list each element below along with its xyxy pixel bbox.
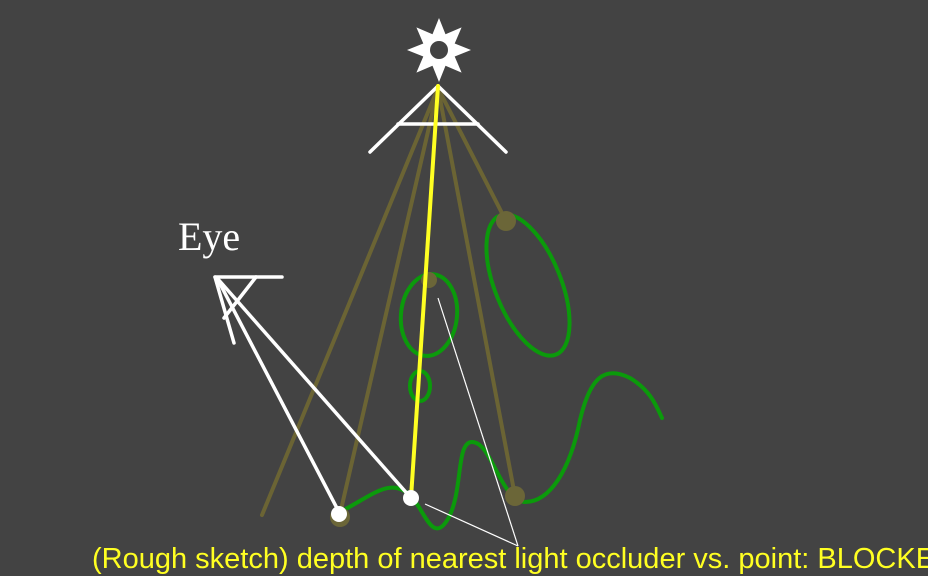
pointer-lines (424, 297, 519, 547)
sample-point-left (331, 506, 347, 522)
faded-ray-2 (338, 86, 440, 516)
faded-dot-ellipse-top (496, 211, 516, 231)
light-frustum-icon (368, 84, 508, 154)
highlighted-light-ray (409, 84, 440, 500)
eye-rays (215, 276, 413, 516)
scene-geometry (338, 212, 664, 531)
faded-dot-ground-right (505, 486, 525, 506)
sample-point-blocked (403, 490, 419, 506)
caption-text: (Rough sketch) depth of nearest light oc… (92, 543, 928, 575)
eye-ray-2 (215, 276, 413, 500)
ground-curve (338, 371, 664, 531)
faded-ray-4 (436, 86, 508, 223)
eye-label: Eye (178, 214, 241, 259)
pointer-line-1 (437, 297, 519, 547)
pointer-line-2 (424, 503, 519, 547)
eye-ray-1 (215, 276, 342, 516)
diagram-canvas (213, 18, 664, 547)
eye-frustum-icon (213, 275, 284, 345)
faded-ray-3 (436, 86, 517, 498)
sun-icon (407, 18, 471, 82)
shadow-map-diagram: Eye (Rough sketch) depth of nearest ligh… (92, 18, 928, 575)
sample-points (331, 490, 419, 522)
faded-ray-1 (260, 86, 440, 517)
faded-light-rays (260, 86, 517, 517)
